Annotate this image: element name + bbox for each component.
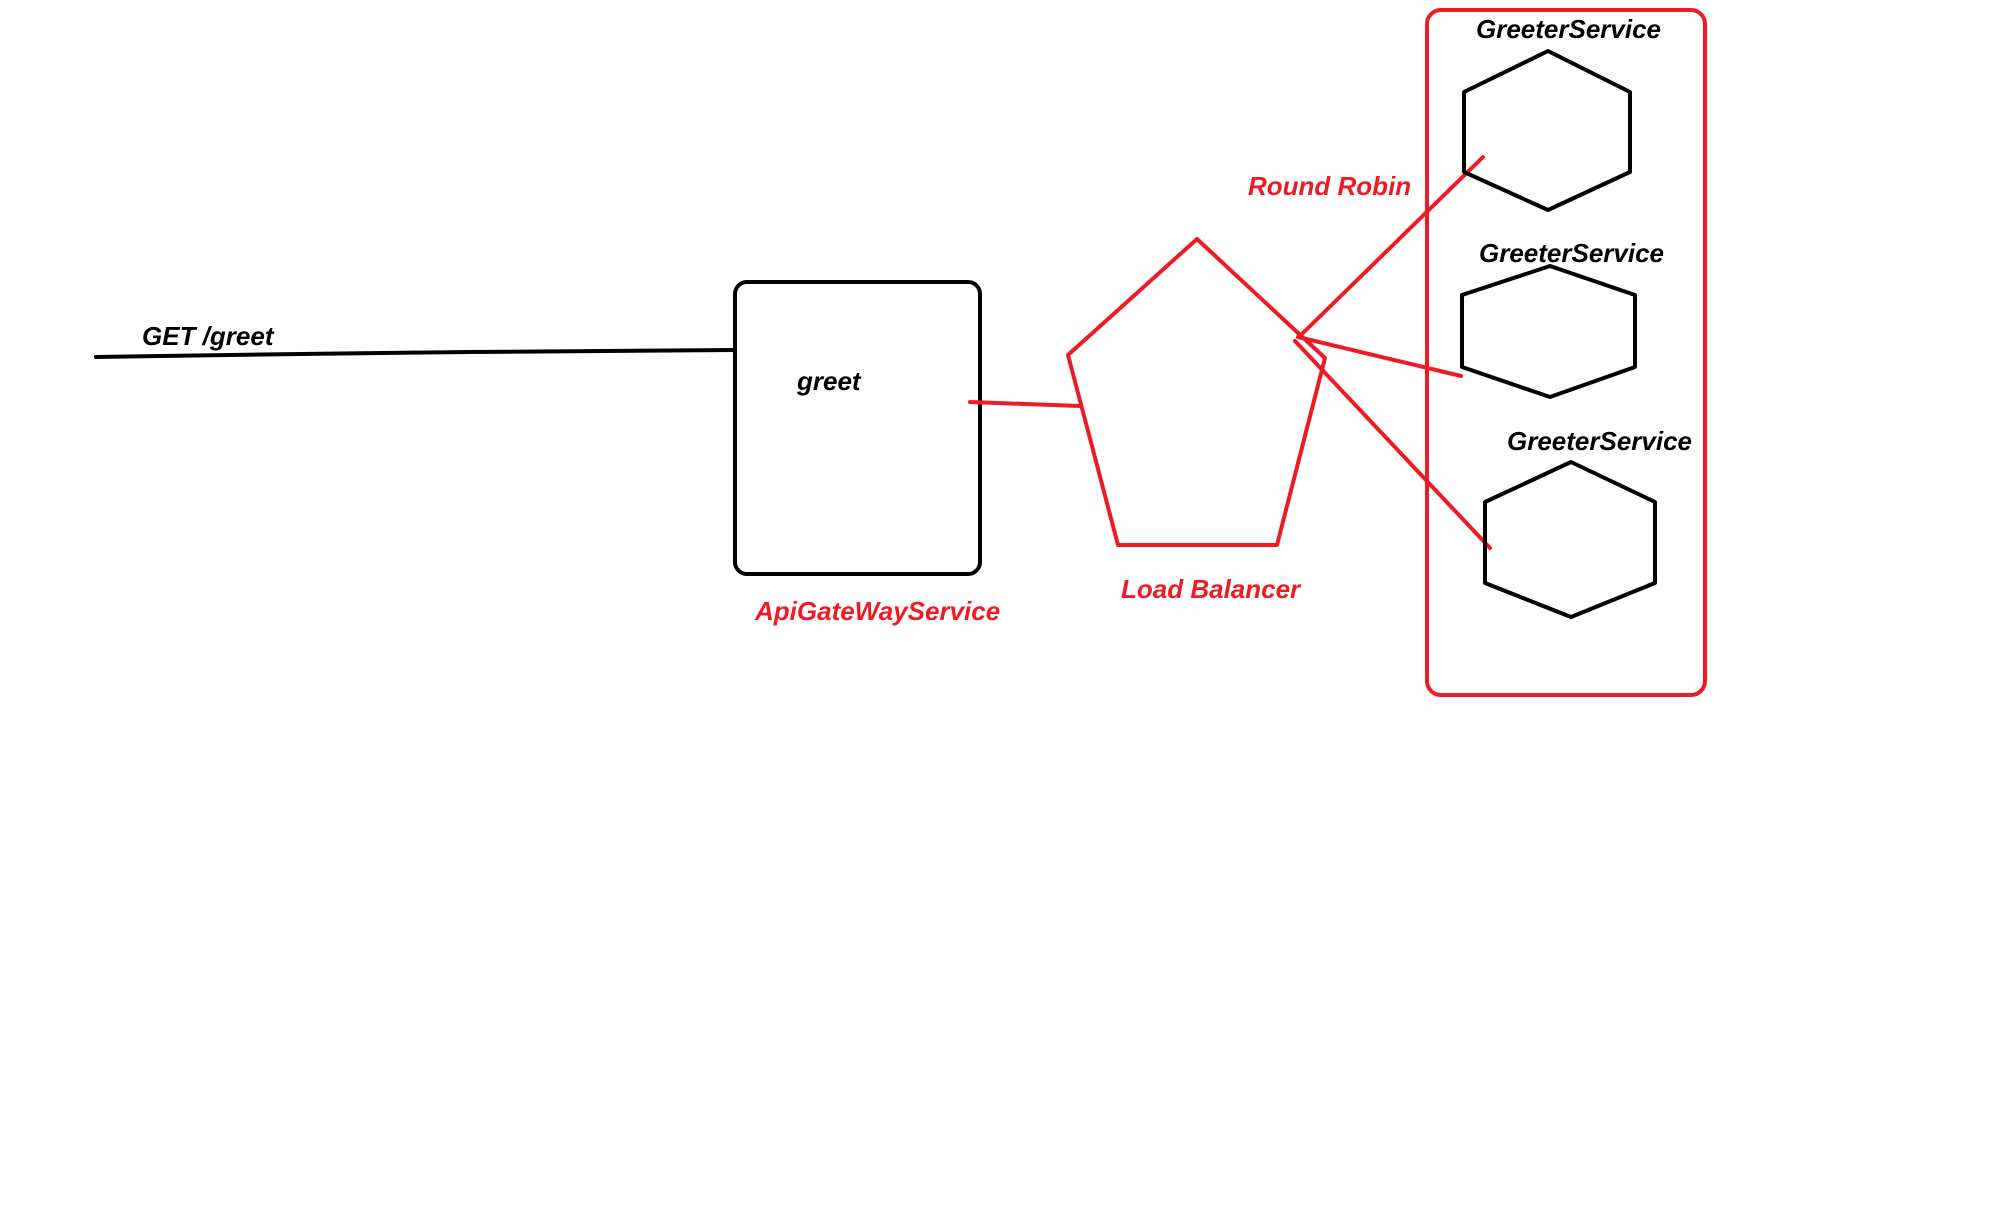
balancer-to-service-3-connector: [1293, 339, 1492, 550]
greeter-service-3-label: GreeterService: [1507, 426, 1692, 456]
balancer-to-service-1-connector: [1301, 155, 1485, 335]
gateway-name-label: ApiGateWayService: [754, 596, 1000, 626]
round-robin-label: Round Robin: [1248, 171, 1411, 201]
request-label: GET /greet: [142, 321, 275, 351]
gateway-to-balancer-connector: [968, 400, 1082, 408]
service-group-container: [1425, 8, 1707, 697]
load-balancer-label: Load Balancer: [1121, 574, 1302, 604]
greeter-service-1-label: GreeterService: [1476, 14, 1661, 44]
greeter-service-2-label: GreeterService: [1479, 238, 1664, 268]
greeter-service-1-hexagon: [1462, 49, 1632, 212]
gateway-endpoint-label: greet: [796, 366, 862, 396]
incoming-request-line: [94, 348, 737, 359]
greeter-service-2-hexagon: [1460, 264, 1637, 399]
balancer-to-service-2-connector: [1296, 335, 1463, 378]
greeter-service-3-hexagon: [1483, 460, 1657, 619]
api-gateway-box: [733, 280, 982, 576]
load-balancer-pentagon: [1066, 237, 1327, 547]
